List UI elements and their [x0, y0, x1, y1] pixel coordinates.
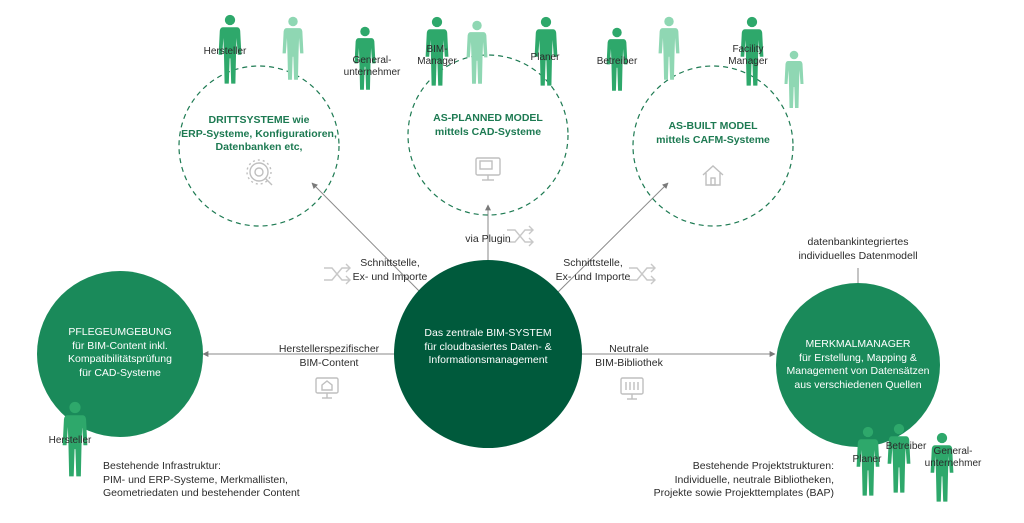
dritt-circle — [178, 65, 340, 227]
asplanned-title: AS-PLANNED MODEL mittels CAD-Systeme — [433, 112, 543, 138]
monitor-icon — [315, 377, 339, 399]
person-icon — [658, 16, 680, 80]
library-icon — [620, 377, 644, 400]
pflege-circle — [37, 271, 203, 437]
person-icon — [282, 16, 304, 80]
asplanned-circle — [407, 54, 569, 216]
role-bim-manager: BIM- Manager — [417, 44, 457, 67]
person-icon — [784, 50, 804, 108]
gear-search-icon — [246, 159, 273, 186]
sync-icon — [323, 263, 351, 285]
role-betreiber-bottom: Betreiber — [885, 441, 927, 452]
role-planer-top: Planer — [530, 52, 560, 63]
dritt-title: DRITTSYSTEME wie ERP-Systeme, Konfigurat… — [181, 114, 337, 154]
infra-note: Bestehende Infrastruktur: PIM- und ERP-S… — [103, 460, 300, 500]
plugin-label: via Plugin — [465, 233, 511, 245]
asbuilt-circle — [632, 65, 794, 227]
role-hersteller-bottom: Hersteller — [48, 435, 92, 446]
neutrale-bib-label: Neutrale BIM-Bibliothek — [595, 343, 663, 369]
merkmal-circle — [776, 283, 940, 447]
merkmal-title: MERKMALMANAGER für Erstellung, Mapping &… — [786, 338, 930, 391]
asbuilt-title: AS-BUILT MODEL mittels CAFM-Systeme — [656, 120, 770, 146]
datenmodell-label: datenbankintegriertes individuelles Date… — [798, 236, 918, 262]
connector-lines — [202, 182, 861, 357]
line-dritt-center — [311, 182, 431, 303]
hersteller-content-label: Herstellerspezifischer BIM-Content — [278, 343, 380, 369]
role-betreiber-top: Betreiber — [596, 56, 638, 67]
pflege-title: PFLEGEUMGEBUNG für BIM-Content inkl. Kom… — [68, 326, 172, 379]
person-icon — [466, 20, 488, 84]
role-hersteller-top: Hersteller — [203, 46, 247, 57]
schnitt-right-label: Schnittstelle, Ex- und Importe — [555, 257, 631, 283]
schnitt-left-label: Schnittstelle, Ex- und Importe — [352, 257, 428, 283]
role-general-bottom: General- unternehmer — [924, 446, 982, 469]
role-planer-bottom: Planer — [852, 454, 882, 465]
projekt-note: Bestehende Projektstrukturen: Individuel… — [653, 460, 834, 500]
role-general-top: General- unternehmer — [343, 55, 401, 78]
line-built-center — [547, 182, 669, 303]
role-facility-manager: Facility Manager — [728, 44, 768, 67]
sync-icon — [628, 263, 656, 285]
cad-monitor-icon — [475, 157, 501, 181]
house-icon — [702, 165, 724, 186]
center-title: Das zentrale BIM-SYSTEM für cloudbasiert… — [424, 327, 552, 367]
center-circle — [394, 260, 582, 448]
